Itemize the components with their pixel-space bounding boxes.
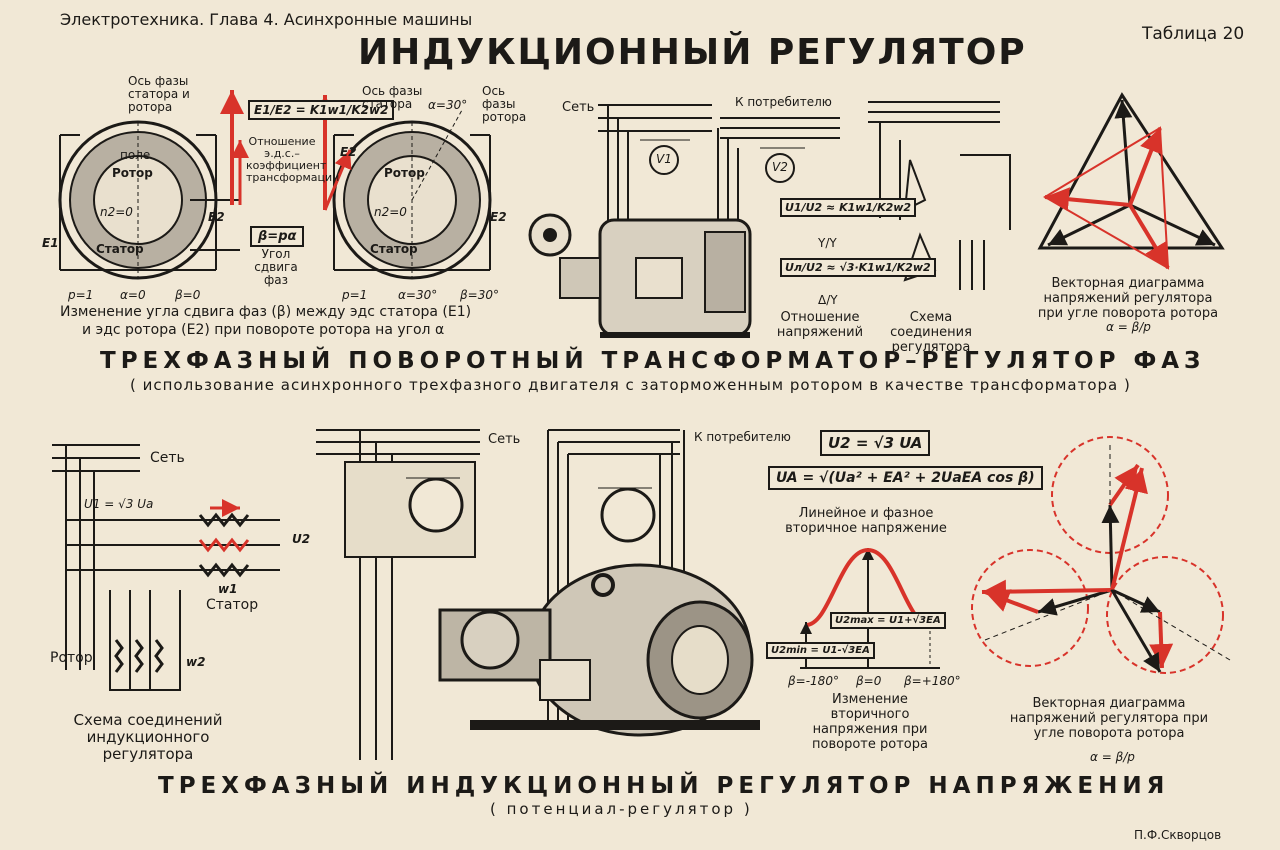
- section-title-phase: ТРЕХФАЗНЫЙ ПОВОРОТНЫЙ ТРАНСФОРМАТОР–РЕГУ…: [100, 348, 1206, 374]
- phase-regulator-wiring: [598, 104, 840, 270]
- u2-label-bottom: U2: [292, 532, 311, 546]
- book-heading: Электротехника. Глава 4. Асинхронные маш…: [60, 10, 473, 29]
- curve-caption: Изменение вторичного напряжения при пово…: [812, 692, 928, 752]
- rotor-label-bottom: Ротор: [50, 650, 93, 666]
- v1-label: V1: [656, 152, 672, 166]
- w2-label-bottom: w2: [186, 655, 206, 669]
- scheme-caption-bottom: Схема соединений индукционного регулятор…: [73, 711, 223, 763]
- rotor-label-2: Ротор: [384, 166, 425, 180]
- motor-diagram-alpha-30: [332, 109, 492, 280]
- ratio-formula-dy: Uл/U2 ≈ √3·K1w1/K2w2: [780, 258, 936, 277]
- caption-left-line2: и эдс ротора (E2) при повороте ротора на…: [82, 322, 445, 338]
- consumer-label: К потребителю: [735, 95, 832, 109]
- vectors-alpha-0: [220, 90, 249, 205]
- phase-regulator-machine: [528, 213, 752, 338]
- axis-label-both: Ось фазы статора и ротора: [128, 74, 190, 114]
- bottom-net-label: Сеть: [150, 450, 185, 466]
- u-max-formula: U2max = U1+√3EA: [830, 612, 946, 629]
- alpha-label-2: α=30°: [398, 288, 438, 302]
- axis-label-stator: Ось фазы статора: [362, 84, 423, 111]
- u1-formula: U1 = √3 Ua: [84, 497, 154, 511]
- beta-zero-label: β=0: [856, 674, 882, 688]
- beta-caption: Угол сдвига фаз: [254, 247, 298, 287]
- ratio-formula-yy: U1/U2 ≈ K1w1/K2w2: [780, 198, 917, 217]
- v2-label: V2: [772, 160, 788, 174]
- vector-formula-top: α = β/p: [1106, 320, 1151, 334]
- beta-label-2: β=30°: [460, 288, 499, 302]
- vector-diagram-bottom: [971, 436, 1231, 674]
- e2-label-3: E2: [490, 210, 507, 224]
- ratio-formula: E1/E2 = K1w1/K2w2: [248, 100, 395, 120]
- beta-label-1: β=0: [175, 288, 201, 302]
- axis-label-rotor: Ось фазы ротора: [482, 84, 527, 124]
- ratio-sub-dy: Δ/Y: [818, 293, 838, 307]
- vector-formula-bottom: α = β/p: [1090, 750, 1135, 764]
- induction-regulator-scheme: [52, 444, 280, 691]
- beta-pos-label: β=+180°: [904, 674, 961, 688]
- e2-label-2: E2: [340, 145, 357, 159]
- line-voltage-formula: U2 = √3 UA: [820, 430, 931, 456]
- w1-label-bottom: w1: [218, 582, 238, 596]
- bottom-net-label-2: Сеть: [488, 432, 521, 447]
- induction-machine-illustration: [438, 563, 760, 737]
- p-label-1: p=1: [68, 288, 94, 302]
- u-min-formula: U2min = U1-√3EA: [766, 642, 875, 659]
- alpha30-label: α=30°: [428, 98, 468, 112]
- phase-voltage-formula: UA = √(Ua² + EA² + 2UaEA cos β): [768, 466, 1043, 490]
- rotor-label: Ротор: [112, 166, 153, 180]
- table-number: Таблица 20: [1142, 24, 1245, 44]
- section-subtitle-phase: ( использование асинхронного трехфазного…: [130, 376, 1131, 394]
- page-title: ИНДУКЦИОННЫЙ РЕГУЛЯТОР: [358, 32, 1027, 73]
- vector-caption-top: Векторная диаграмма напряжений регулятор…: [1037, 276, 1219, 321]
- e2-label: E2: [208, 210, 225, 224]
- section-subtitle-voltage: ( потенциал-регулятор ): [490, 800, 753, 818]
- n2-label: n2=0: [100, 205, 133, 219]
- scheme-caption-top: Схема соединения регулятора: [890, 310, 972, 355]
- stator-label-2: Статор: [370, 242, 418, 256]
- section-title-voltage: ТРЕХФАЗНЫЙ ИНДУКЦИОННЫЙ РЕГУЛЯТОР НАПРЯЖ…: [158, 773, 1170, 799]
- beta-formula: β=pα: [250, 226, 305, 247]
- author-signature: П.Ф.Скворцов: [1134, 828, 1222, 842]
- stator-label: Статор: [96, 242, 144, 256]
- stator-label-bottom: Статор: [206, 597, 259, 613]
- alpha-label-1: α=0: [120, 288, 146, 302]
- bottom-consumer-label: К потребителю: [694, 430, 791, 444]
- ratio-sub-yy: Y/Y: [818, 236, 837, 250]
- ratio-voltage-caption: Отношение напряжений: [776, 310, 864, 340]
- motor-diagram-alpha-0: [58, 120, 240, 280]
- beta-neg-label: β=-180°: [788, 674, 839, 688]
- caption-left-line1: Изменение угла сдвига фаз (β) между эдс …: [60, 304, 472, 320]
- p-label-2: p=1: [342, 288, 368, 302]
- vector-caption-bottom: Векторная диаграмма напряжений регулятор…: [1009, 696, 1209, 741]
- vector-diagram-top: [1037, 92, 1225, 270]
- field-label: поле: [120, 148, 151, 162]
- ratio-caption: Отношение э.д.с.–коэффициент трансформац…: [246, 135, 340, 184]
- e1-label: E1: [42, 236, 59, 250]
- net-label: Сеть: [562, 100, 595, 115]
- n2-label-2: n2=0: [374, 205, 407, 219]
- formula-caption: Линейное и фазное вторичное напряжение: [785, 506, 947, 536]
